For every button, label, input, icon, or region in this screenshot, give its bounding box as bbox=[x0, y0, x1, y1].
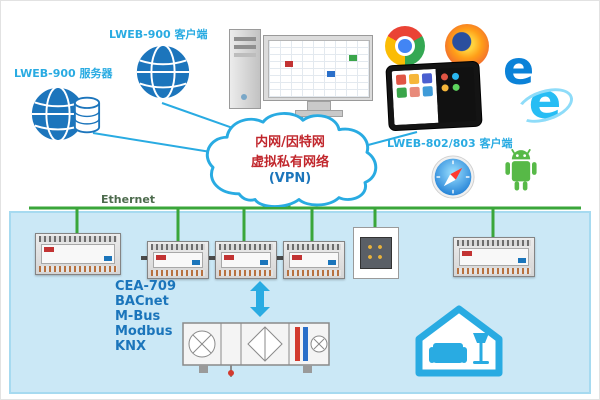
controller-module bbox=[215, 241, 277, 279]
schematic-detail bbox=[327, 71, 335, 77]
cloud-line2: 虚拟私有网络 bbox=[250, 154, 329, 170]
protocol-item: Modbus bbox=[115, 324, 173, 339]
module-face bbox=[221, 252, 271, 268]
app-tile bbox=[395, 74, 407, 85]
controller-module bbox=[35, 233, 121, 275]
lweb900-client-globe-icon bbox=[134, 43, 192, 101]
chrome-icon bbox=[385, 26, 425, 66]
lweb802-client-label: LWEB-802/803 客户端 bbox=[387, 137, 513, 150]
app-tile bbox=[408, 73, 420, 85]
controller-module bbox=[147, 241, 209, 279]
app-tile bbox=[421, 73, 433, 84]
app-tile bbox=[396, 87, 408, 98]
monitor-screen bbox=[268, 40, 370, 98]
database-cylinder-icon bbox=[73, 95, 101, 135]
android-icon bbox=[499, 149, 543, 199]
app-dot bbox=[451, 72, 460, 81]
hvac-unit-icon bbox=[177, 315, 335, 381]
protocol-item: BACnet bbox=[115, 294, 169, 309]
cloud-line3: (VPN) bbox=[268, 170, 312, 186]
io-module bbox=[360, 237, 392, 269]
protocol-list: CEA-709 BACnet M-Bus Modbus KNX bbox=[115, 279, 176, 354]
module-face bbox=[289, 252, 339, 268]
computer-tower-icon bbox=[229, 29, 261, 109]
cloud-shape bbox=[205, 112, 378, 207]
safari-icon bbox=[431, 155, 475, 199]
vpn-cloud: 内网/因特网 虚拟私有网络 (VPN) bbox=[199, 109, 381, 207]
module-face bbox=[459, 248, 529, 266]
server-to-cloud-line bbox=[92, 132, 218, 154]
controller-module bbox=[283, 241, 345, 279]
app-dot bbox=[441, 84, 449, 92]
cloud-text: 内网/因特网 虚拟私有网络 (VPN) bbox=[199, 109, 381, 207]
tablet-icon bbox=[385, 60, 483, 132]
app-dot bbox=[440, 73, 449, 81]
lweb900-server-label: LWEB-900 服务器 bbox=[14, 67, 113, 80]
app-tile bbox=[409, 86, 421, 98]
ie-letter: e bbox=[528, 74, 562, 130]
module-face bbox=[153, 252, 203, 268]
protocol-item: M-Bus bbox=[115, 309, 161, 324]
app-tile bbox=[422, 86, 434, 97]
ie-icon: e bbox=[512, 74, 578, 130]
tablet-app-light bbox=[391, 68, 439, 126]
double-arrow-icon bbox=[249, 281, 271, 317]
tablet-screen bbox=[391, 66, 477, 126]
lweb900-client-label: LWEB-900 客户端 bbox=[109, 28, 208, 41]
cloud-line1: 内网/因特网 bbox=[255, 134, 325, 150]
schematic-detail bbox=[285, 61, 293, 67]
ethernet-label: Ethernet bbox=[101, 193, 156, 206]
io-device-box bbox=[353, 227, 399, 279]
monitor-icon bbox=[263, 35, 373, 101]
protocol-item: KNX bbox=[115, 339, 146, 354]
tablet-app-dark bbox=[435, 66, 477, 123]
protocol-item: CEA-709 bbox=[115, 279, 177, 294]
app-dot bbox=[452, 83, 460, 92]
controller-module bbox=[453, 237, 535, 277]
schematic-detail bbox=[349, 55, 357, 61]
smart-home-icon bbox=[411, 301, 507, 381]
edge-icon: e bbox=[503, 41, 535, 95]
module-face bbox=[41, 244, 115, 264]
